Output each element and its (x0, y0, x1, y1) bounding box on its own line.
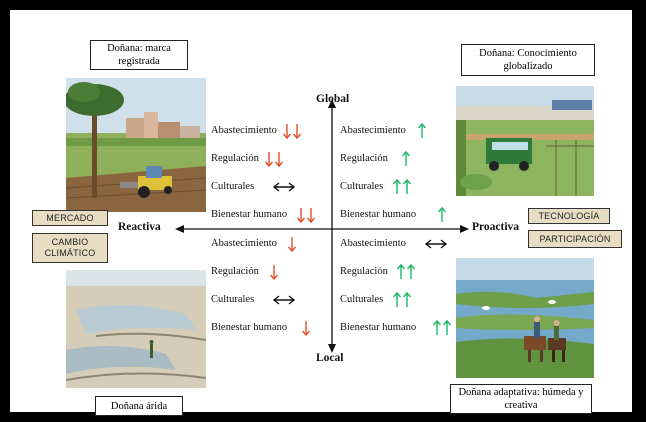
axis-label-local: Local (316, 352, 344, 364)
scenario-title-bottom-right: Doñana adaptativa: húmeda y creativa (450, 384, 592, 414)
trend-arrow-top-left-0 (282, 124, 302, 140)
illustration-conocimiento-globalizado (456, 86, 594, 196)
scenario-title-top-right: Doñana: Conocimiento globalizado (461, 44, 595, 76)
trend-arrow-top-right-0 (417, 122, 427, 138)
trend-arrow-bottom-left-0 (287, 237, 297, 253)
trend-arrow-bottom-left-1 (269, 265, 279, 281)
service-label-bienestar: Bienestar humano (340, 322, 417, 333)
trend-arrow-bottom-right-1 (396, 263, 416, 279)
scenario-title-bottom-left: Doñana árida (95, 396, 183, 416)
trend-arrows (264, 122, 452, 337)
trend-arrow-bottom-right-2 (392, 291, 412, 307)
service-label-culturales: Culturales (211, 294, 255, 305)
trend-arrow-top-left-2 (272, 182, 296, 192)
scenario-diagram: Doñana: marca registrada Doñana: Conocim… (10, 10, 632, 416)
service-label-regulacion: Regulación (340, 153, 388, 164)
trend-arrow-bottom-right-0 (424, 239, 448, 249)
axes (175, 99, 469, 353)
driver-tag-tecnologia: TECNOLOGÍA (528, 208, 610, 224)
service-label-bienestar: Bienestar humano (340, 209, 417, 220)
service-label-culturales: Culturales (340, 294, 384, 305)
trend-arrow-bottom-left-3 (301, 321, 311, 337)
trend-arrow-top-left-1 (264, 152, 284, 168)
trend-arrow-top-right-1 (401, 150, 411, 166)
trend-arrow-top-right-3 (437, 206, 447, 222)
service-label-regulacion: Regulación (211, 153, 259, 164)
trend-arrow-bottom-left-2 (272, 295, 296, 305)
illustration-donana-arida (66, 270, 206, 388)
axis-label-global: Global (316, 93, 350, 105)
service-label-culturales: Culturales (211, 181, 255, 192)
scenario-title-top-left: Doñana: marca registrada (90, 40, 188, 70)
trend-arrow-bottom-right-3 (432, 319, 452, 335)
driver-tag-participacion: PARTICIPACIÓN (528, 230, 622, 248)
illustration-marca-registrada (66, 78, 206, 212)
driver-tag-mercado: MERCADO (32, 210, 108, 226)
service-label-abastecimiento: Abastecimiento (211, 125, 277, 136)
service-label-abastecimiento: Abastecimiento (211, 238, 277, 249)
driver-tag-cambio-climatico: CAMBIO CLIMÁTICO (32, 233, 108, 263)
service-label-regulacion: Regulación (340, 266, 388, 277)
trend-arrow-top-right-2 (392, 178, 412, 194)
illustration-adaptativa (456, 258, 594, 378)
service-label-bienestar: Bienestar humano (211, 209, 288, 220)
service-label-abastecimiento: Abastecimiento (340, 238, 406, 249)
service-label-regulacion: Regulación (211, 266, 259, 277)
trend-arrow-top-left-3 (296, 208, 316, 224)
service-label-bienestar: Bienestar humano (211, 322, 288, 333)
axis-label-reactiva: Reactiva (118, 221, 161, 233)
service-label-abastecimiento: Abastecimiento (340, 125, 406, 136)
axis-label-proactiva: Proactiva (472, 221, 520, 233)
service-label-culturales: Culturales (340, 181, 384, 192)
